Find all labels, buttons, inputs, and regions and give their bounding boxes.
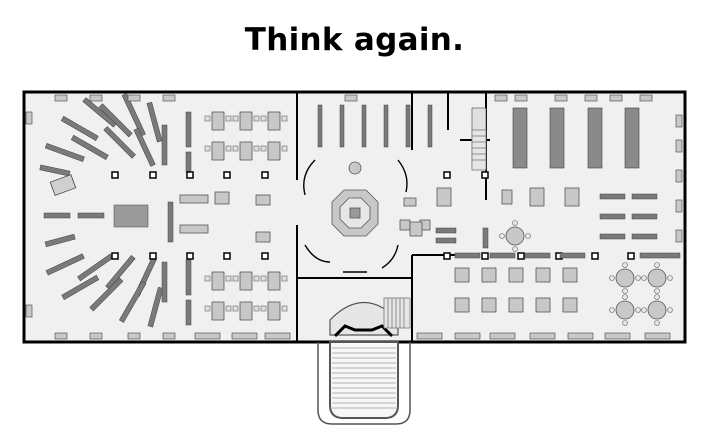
right-shelves: [435, 193, 681, 259]
headline: Think again.: [244, 22, 465, 58]
side-stair: [383, 297, 411, 329]
right-wall-stair: [471, 129, 487, 171]
wall-seating: [25, 94, 683, 340]
center-shelves: [317, 104, 433, 148]
center-features: [331, 161, 431, 237]
radial-shelves: [39, 92, 192, 328]
door-swings: [303, 159, 408, 273]
stair-treads: [332, 347, 396, 409]
study-tables-left: [179, 111, 281, 321]
service-desk: [49, 174, 77, 196]
entrance-stairs: [317, 341, 411, 425]
left-stair: [113, 204, 149, 228]
round-table-chairs: [499, 220, 673, 326]
round-tables: [505, 226, 667, 320]
chairs-left: [204, 115, 288, 312]
columns: [111, 171, 635, 260]
study-tables-right: [409, 187, 580, 313]
